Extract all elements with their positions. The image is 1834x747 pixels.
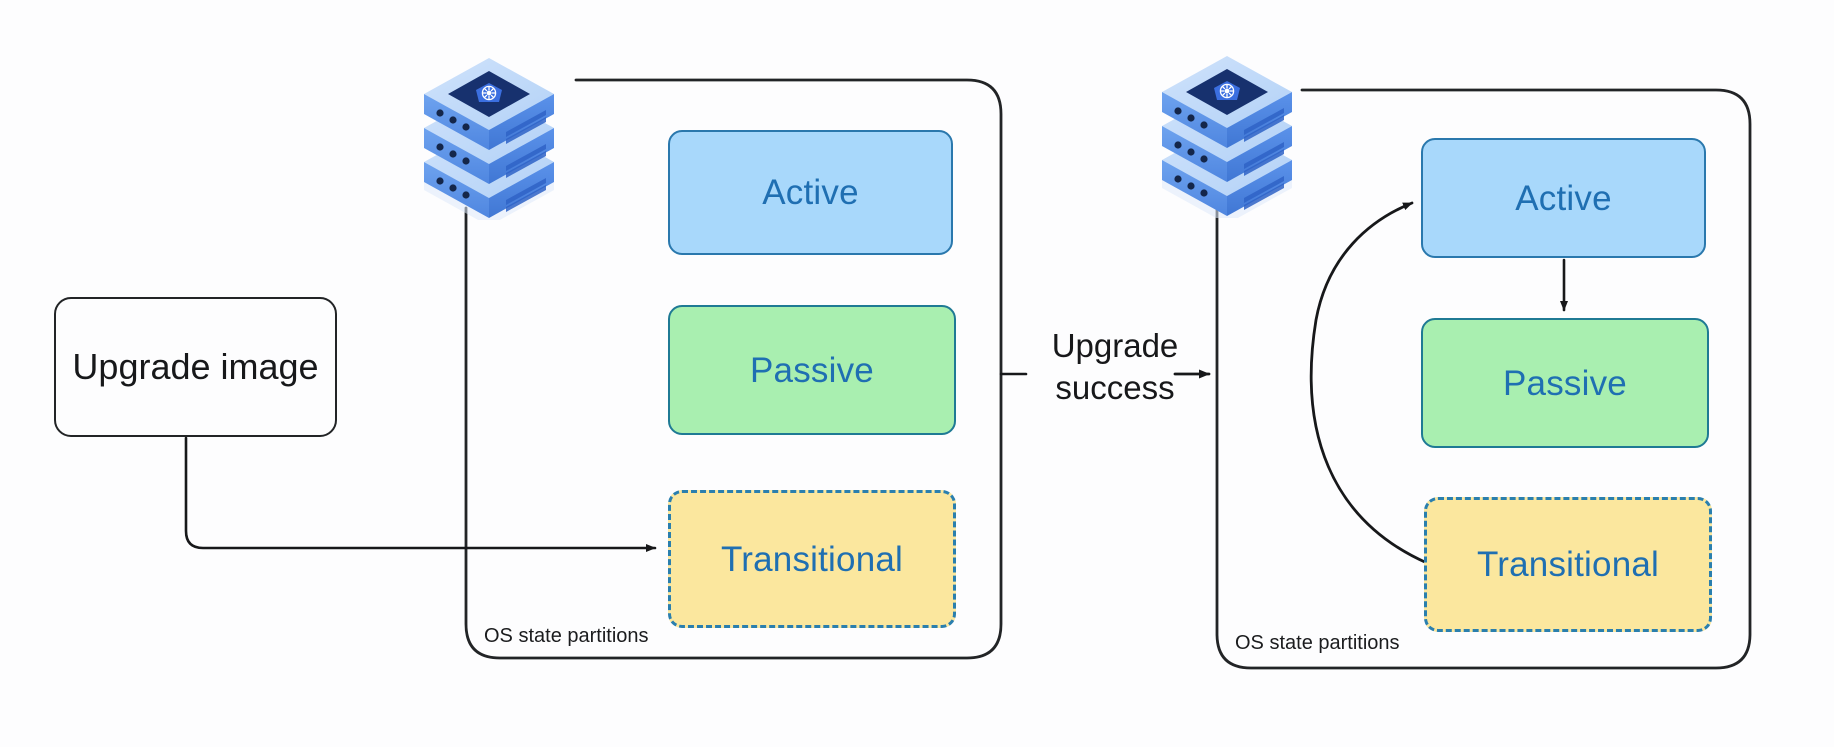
upgrade-image-node[interactable]: Upgrade image <box>54 297 337 437</box>
partition-transitional-after[interactable]: Transitional <box>1424 497 1712 632</box>
partition-label: Active <box>1515 178 1612 218</box>
kubernetes-server-stack-icon <box>1162 56 1292 218</box>
left-partition-group-outline <box>464 78 1003 660</box>
partition-passive-after[interactable]: Passive <box>1421 318 1709 448</box>
edge-upgrade-image-to-transitional <box>184 436 657 552</box>
kubernetes-server-stack-icon <box>424 58 554 220</box>
partition-label: Transitional <box>720 539 903 579</box>
right-partition-group-label: OS state partitions <box>1235 632 1400 654</box>
partition-passive-before[interactable]: Passive <box>668 305 956 435</box>
partition-label: Active <box>762 173 859 212</box>
partition-active-after[interactable]: Active <box>1421 138 1706 258</box>
partition-label: Passive <box>1503 363 1627 403</box>
transition-label-line2: success <box>1055 369 1175 407</box>
transition-label-line1: Upgrade <box>1051 327 1179 364</box>
left-partition-group-label: OS state partitions <box>484 625 649 647</box>
right-partition-group-outline <box>1215 88 1752 670</box>
partition-label: Transitional <box>1476 545 1659 584</box>
partition-label: Passive <box>750 350 874 390</box>
edge-transitional-to-active <box>1309 201 1429 565</box>
upgrade-image-label: Upgrade image <box>72 346 319 387</box>
partition-transitional-before[interactable]: Transitional <box>668 490 956 628</box>
transition-label: Upgrade success <box>1015 325 1215 409</box>
partition-active-before[interactable]: Active <box>668 130 953 255</box>
